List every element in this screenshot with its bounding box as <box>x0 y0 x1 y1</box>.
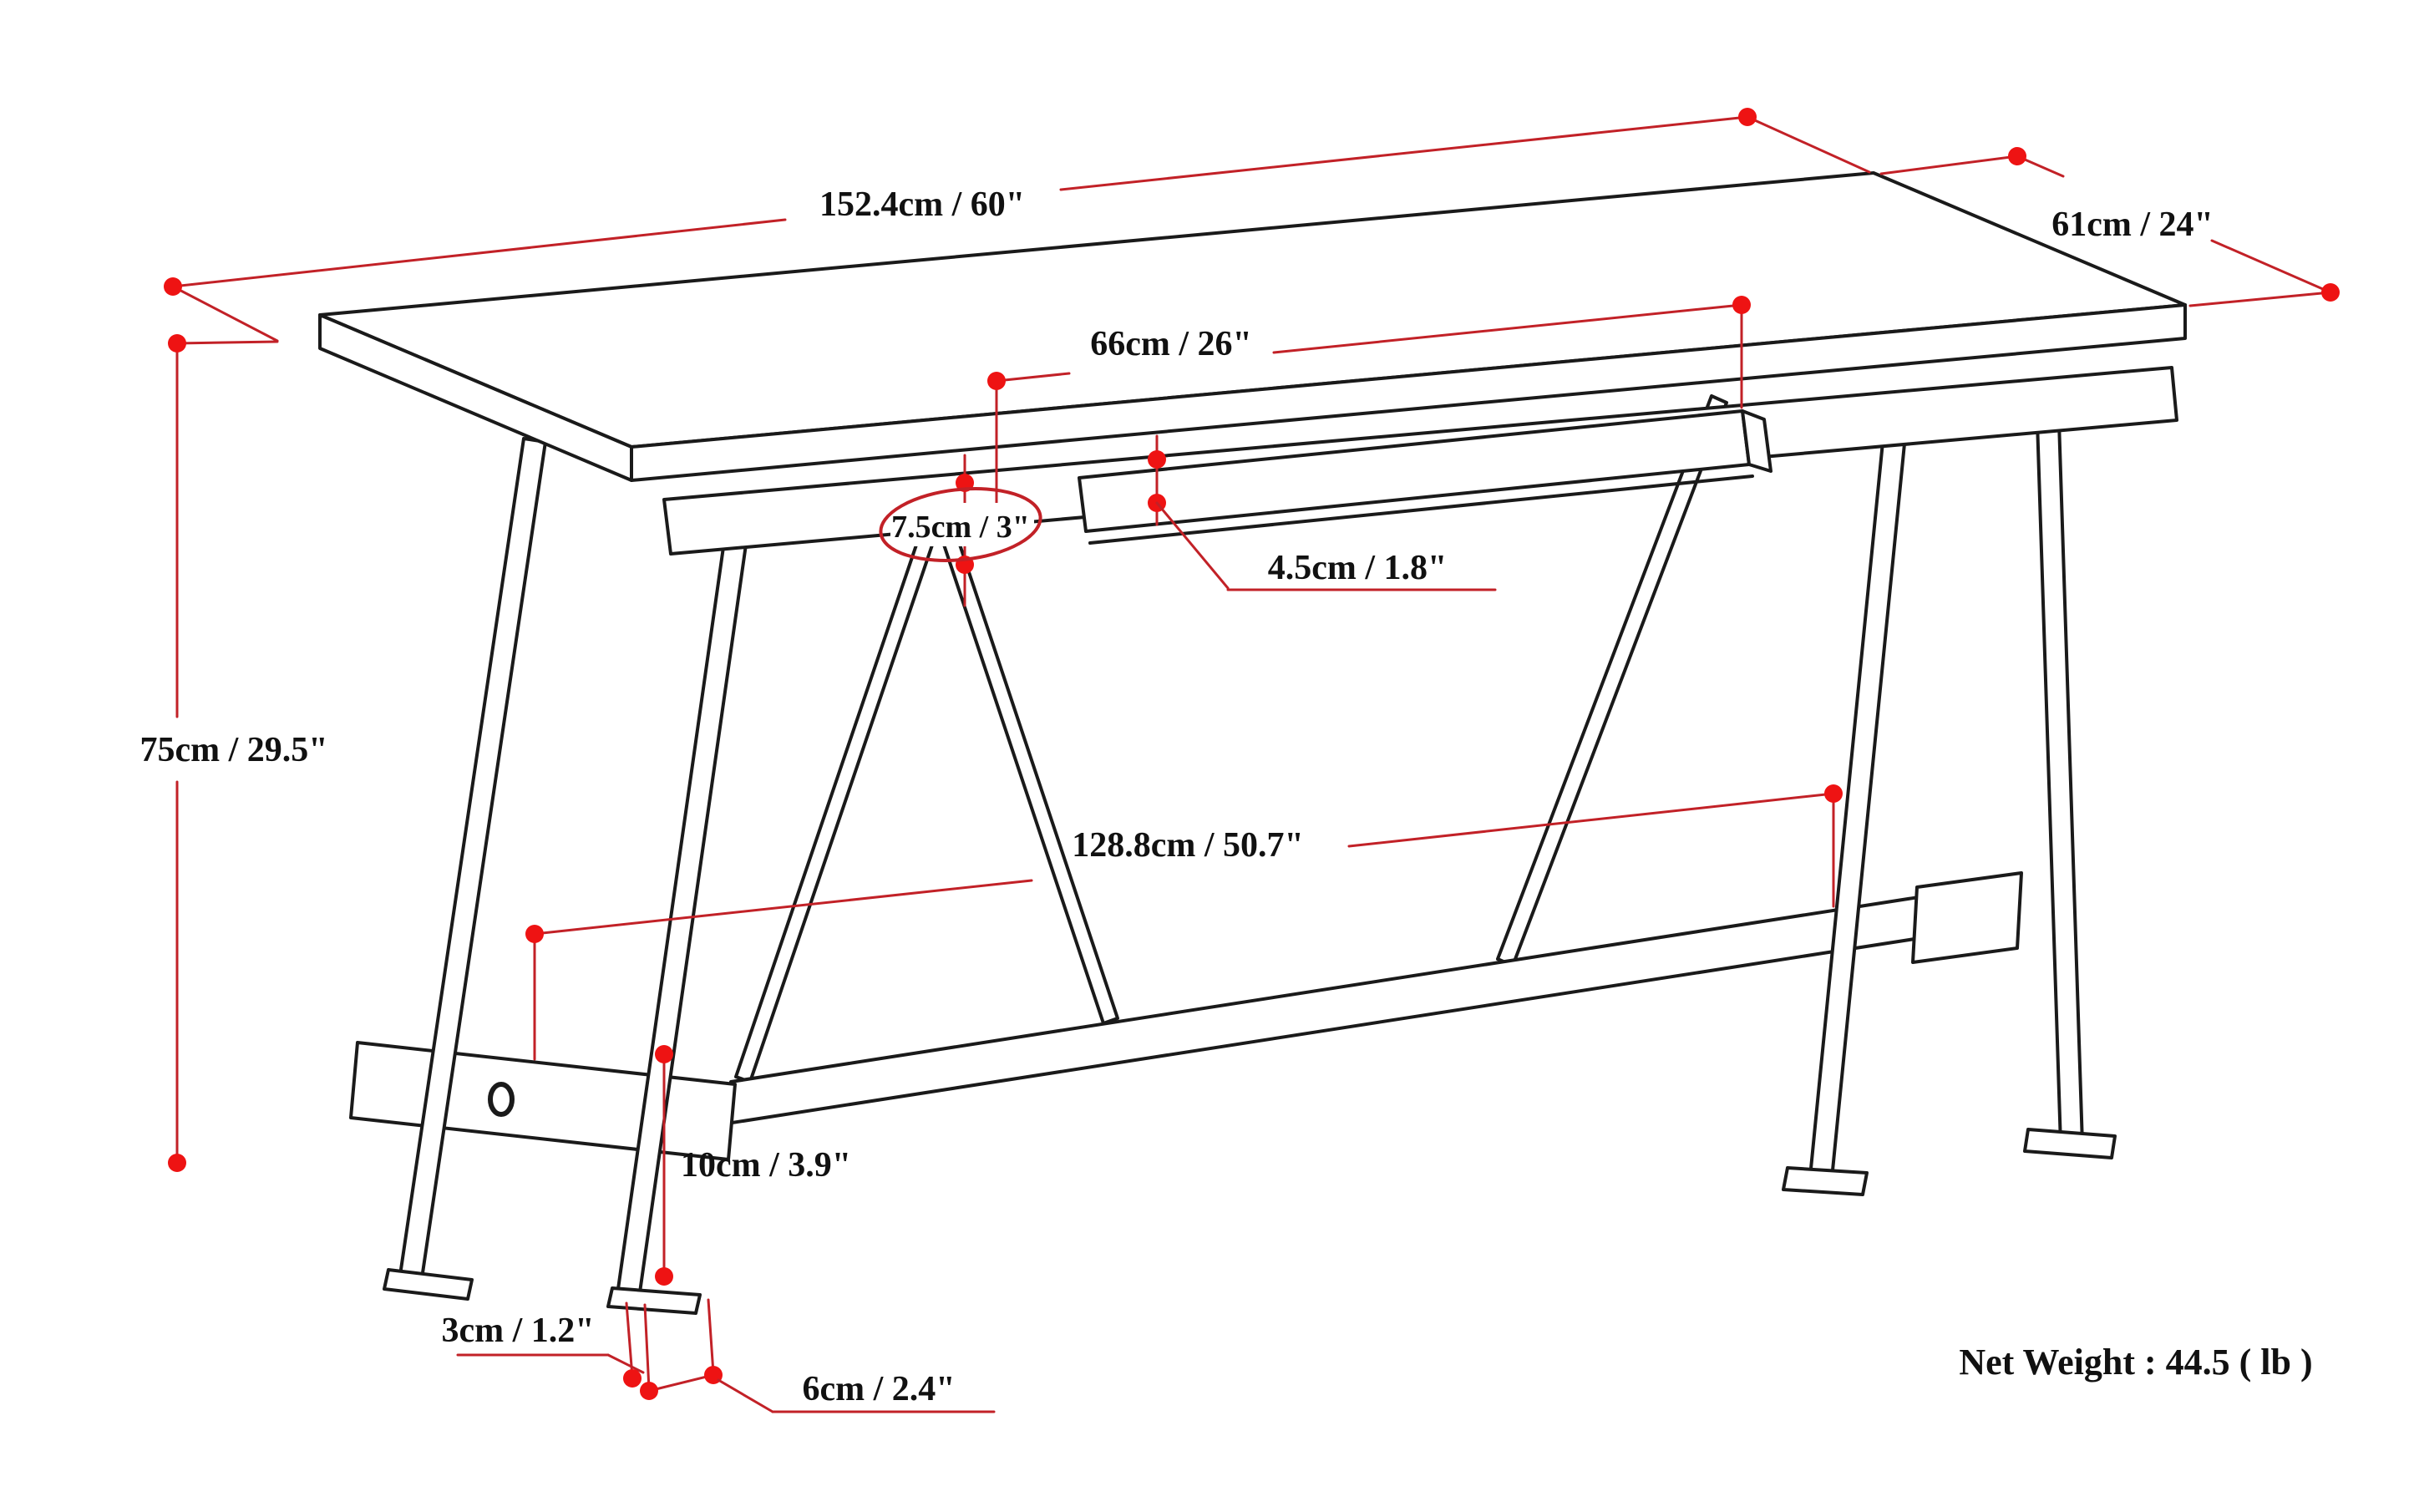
dim-dot <box>1148 450 1166 469</box>
label-top-depth: 61cm / 24" <box>2051 205 2214 244</box>
dim-dot <box>164 277 182 296</box>
drawer-right-side <box>1741 409 1772 473</box>
dim-stretcher-length: 128.8cm / 50.7" <box>525 784 1843 1061</box>
front-left-leg <box>397 437 547 1291</box>
dim-top-depth-leader-left <box>1879 155 2019 175</box>
back-left-leg <box>616 540 748 1300</box>
dim-overall-height: 75cm / 29.5" <box>139 334 328 1172</box>
label-top-length: 152.4cm / 60" <box>819 185 1025 224</box>
dim-dot <box>168 1154 186 1172</box>
dim-stretcher-line-b <box>1347 792 1835 848</box>
label-top-thickness: 3cm / 1.2" <box>441 1312 594 1350</box>
tabletop-left-face <box>318 313 633 482</box>
dim-dot <box>1824 784 1843 803</box>
dim-dot <box>623 1369 642 1388</box>
dim-dot <box>168 334 186 353</box>
label-stretcher-length: 128.8cm / 50.7" <box>1072 826 1304 865</box>
dim-apron-height: 7.5cm / 3" <box>879 454 1042 607</box>
dim-foot-length: 6cm / 2.4" <box>717 1370 996 1413</box>
dim-top-depth-line-b <box>2210 239 2332 294</box>
dim-top-depth-leader-right <box>2188 291 2332 307</box>
dim-thickness-elbow <box>606 1353 645 1374</box>
stretcher-bolt-hole <box>488 1082 515 1117</box>
dim-dot <box>2321 283 2340 302</box>
label-foot-length: 6cm / 2.4" <box>802 1370 955 1408</box>
label-stretcher-height: 10cm / 3.9" <box>681 1146 851 1185</box>
back-right-foot <box>2023 1128 2117 1159</box>
dim-dot <box>2008 147 2026 165</box>
front-right-foot <box>1782 1166 1869 1196</box>
dim-drawer-width-line-a <box>995 372 1071 383</box>
dim-dot <box>655 1045 673 1063</box>
dim-top-thickness: 3cm / 1.2" <box>441 1298 723 1400</box>
stretcher-right-block <box>1911 871 2023 964</box>
dim-top-length: 152.4cm / 60" <box>164 108 1871 342</box>
back-right-leg <box>2036 420 2084 1146</box>
dim-dot <box>640 1382 658 1400</box>
dim-top-length-line-b <box>1059 115 1749 191</box>
dim-drawer-width-line-b <box>1272 303 1743 354</box>
dim-drawer-front-elbow <box>1155 501 1230 590</box>
highlight-ellipse <box>879 487 1042 562</box>
center-brace-left-strut <box>734 514 942 1083</box>
drawer-bottom-edge <box>1088 474 1754 545</box>
label-drawer-width: 66cm / 26" <box>1090 325 1252 363</box>
front-left-foot <box>383 1268 474 1301</box>
dim-dot <box>1732 296 1751 314</box>
foot-leader-a <box>625 1301 634 1378</box>
foot-leader-c <box>707 1298 715 1375</box>
dim-dot <box>655 1267 673 1286</box>
dim-height-horizontal <box>175 340 279 345</box>
dim-top-length-line-a <box>171 218 787 288</box>
label-drawer-front-height: 4.5cm / 1.8" <box>1268 549 1448 587</box>
label-apron-height: 7.5cm / 3" <box>891 510 1030 545</box>
dim-dot <box>987 372 1006 390</box>
dim-stretcher-height: 10cm / 3.9" <box>655 1045 851 1286</box>
dim-dot <box>1738 108 1757 126</box>
stretcher-left-block <box>349 1041 737 1161</box>
foot-span-line <box>647 1373 715 1393</box>
front-right-leg <box>1808 432 1907 1180</box>
label-overall-height: 75cm / 29.5" <box>139 731 327 769</box>
dim-stretcher-line-a <box>533 879 1033 936</box>
dim-dot <box>525 925 544 943</box>
net-weight-note: Net Weight : 44.5 ( lb ) <box>1959 1342 2312 1383</box>
dim-top-depth: 61cm / 24" <box>1879 147 2340 307</box>
foot-leader-b <box>643 1303 651 1391</box>
back-left-foot <box>606 1286 702 1315</box>
dim-drawer-width: 66cm / 26" <box>987 296 1751 517</box>
label-backplate <box>890 503 1034 546</box>
dim-top-length-leader-right <box>1746 115 1871 174</box>
dim-foot-elbow <box>717 1378 774 1413</box>
stretcher-beam <box>725 894 1931 1125</box>
dim-top-length-leader-left <box>171 285 279 342</box>
dim-drawer-front-height: 4.5cm / 1.8" <box>1148 434 1497 591</box>
